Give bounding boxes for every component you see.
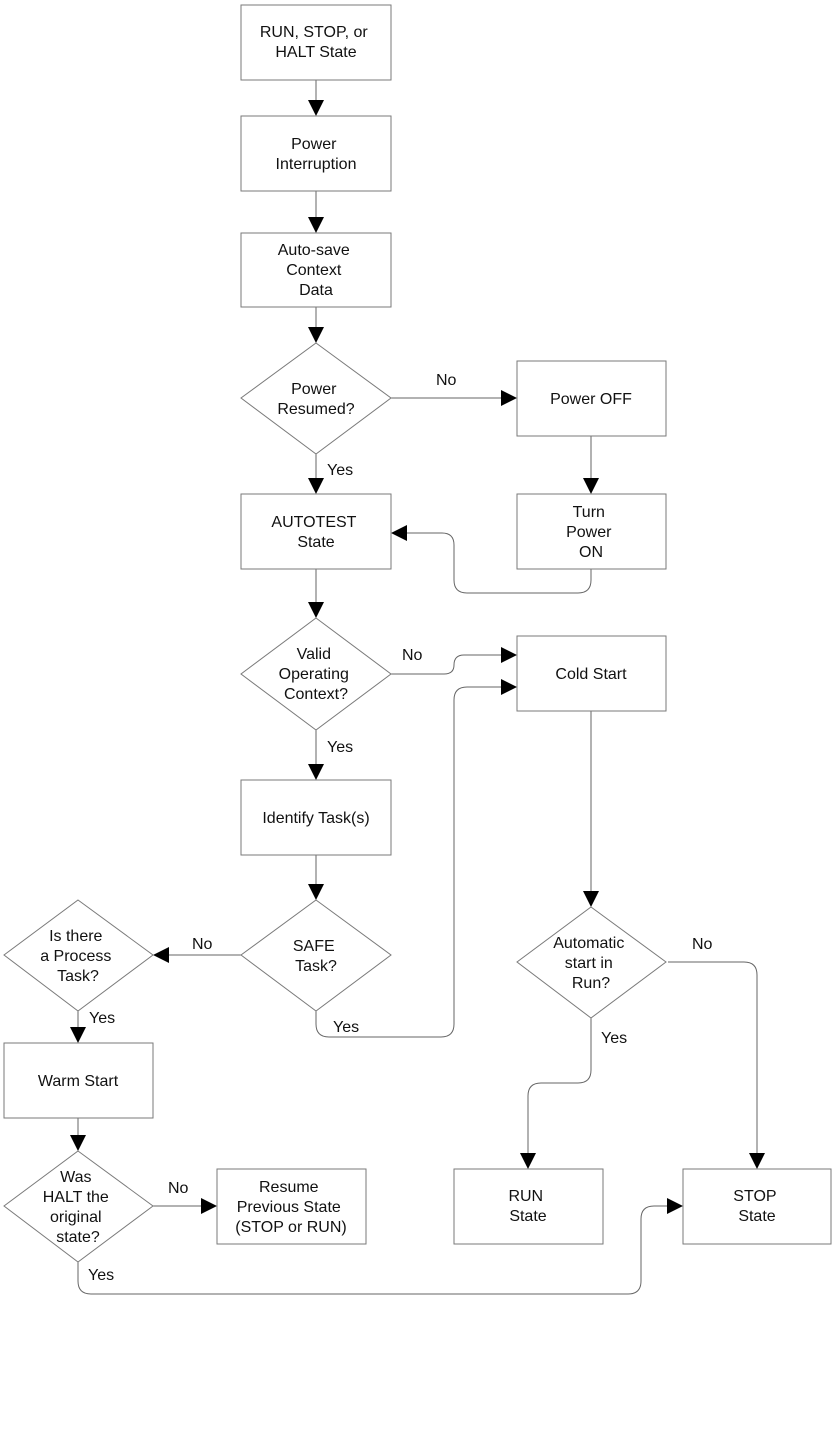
node-text: SAFE Task? (293, 938, 339, 975)
label-halt-original-no: No (168, 1180, 189, 1197)
connectors (77, 80, 758, 1295)
arrowhead (308, 602, 324, 618)
decision-halt-original-state: Was HALT the original state? (3, 1150, 154, 1263)
edge-auto-no (668, 961, 758, 1154)
arrowhead (308, 764, 324, 780)
node-stop-state: STOP State (682, 1168, 832, 1245)
label-auto-start-yes: Yes (601, 1030, 627, 1047)
label-process-task-yes: Yes (89, 1010, 115, 1027)
node-text: Valid Operating Context? (279, 646, 354, 703)
arrowhead (583, 478, 599, 494)
label-safe-task-no: No (192, 936, 213, 953)
arrowhead (201, 1198, 217, 1214)
arrowhead (749, 1153, 765, 1169)
arrowhead (308, 884, 324, 900)
node-run-state: RUN State (453, 1168, 604, 1245)
edge-labels: No Yes No Yes No Yes Yes No Yes No Yes (88, 372, 713, 1284)
node-text: Turn Power ON (566, 504, 616, 561)
arrowhead (520, 1153, 536, 1169)
edge-valid-no (391, 654, 501, 675)
arrowhead (70, 1135, 86, 1151)
node-text: RUN, STOP, or HALT State (260, 24, 372, 61)
arrowhead (501, 390, 517, 406)
node-text: Resume Previous State (STOP or RUN) (235, 1179, 346, 1236)
arrowhead (583, 891, 599, 907)
node-text: Power Resumed? (277, 381, 354, 418)
label-safe-task-yes: Yes (333, 1019, 359, 1036)
node-autotest-state: AUTOTEST State (240, 493, 392, 570)
decision-automatic-start: Automatic start in Run? (516, 906, 667, 1019)
edge-auto-yes (527, 1018, 592, 1154)
edge-halt-yes (77, 1205, 667, 1295)
node-text: Auto-save Context Data (278, 242, 355, 299)
node-turn-power-on: Turn Power ON (516, 493, 667, 570)
node-text: Cold Start (555, 666, 627, 683)
arrowhead (501, 647, 517, 663)
arrowhead (308, 478, 324, 494)
arrowhead (70, 1027, 86, 1043)
node-autosave-context-data: Auto-save Context Data (240, 232, 392, 308)
label-power-resumed-yes: Yes (327, 462, 353, 479)
decision-valid-operating-context: Valid Operating Context? (240, 617, 392, 731)
node-text: Is there a Process Task? (40, 928, 116, 985)
label-power-resumed-no: No (436, 372, 457, 389)
node-text: Automatic start in Run? (553, 935, 629, 992)
node-identify-tasks: Identify Task(s) (240, 779, 392, 856)
label-halt-original-yes: Yes (88, 1267, 114, 1284)
node-text: Identify Task(s) (262, 810, 369, 827)
label-valid-context-yes: Yes (327, 739, 353, 756)
decision-process-task: Is there a Process Task? (3, 899, 154, 1012)
node-warm-start: Warm Start (3, 1042, 154, 1119)
node-run-stop-halt: RUN, STOP, or HALT State (240, 4, 392, 81)
node-text: Power OFF (550, 391, 632, 408)
arrowhead (308, 327, 324, 343)
node-text: Was HALT the original state? (43, 1169, 114, 1246)
node-text: RUN State (508, 1188, 547, 1225)
arrowheads (70, 100, 765, 1214)
arrowhead (667, 1198, 683, 1214)
label-valid-context-no: No (402, 647, 423, 664)
edge-turnon-to-autotest (407, 532, 592, 594)
label-auto-start-no: No (692, 936, 713, 953)
node-power-off: Power OFF (516, 360, 667, 437)
decision-power-resumed: Power Resumed? (240, 342, 392, 455)
node-cold-start: Cold Start (516, 635, 667, 712)
node-text: AUTOTEST State (271, 514, 360, 551)
arrowhead (308, 217, 324, 233)
arrowhead (501, 679, 517, 695)
arrowhead (391, 525, 407, 541)
arrowhead (153, 947, 169, 963)
decision-safe-task: SAFE Task? (240, 899, 392, 1012)
edge-safe-yes (315, 686, 501, 1038)
node-resume-previous-state: Resume Previous State (STOP or RUN) (216, 1168, 367, 1245)
node-power-interruption: Power Interruption (240, 115, 392, 192)
arrowhead (308, 100, 324, 116)
node-text: Power Interruption (276, 136, 357, 173)
node-text: STOP State (733, 1188, 780, 1225)
node-text: Warm Start (38, 1073, 119, 1090)
